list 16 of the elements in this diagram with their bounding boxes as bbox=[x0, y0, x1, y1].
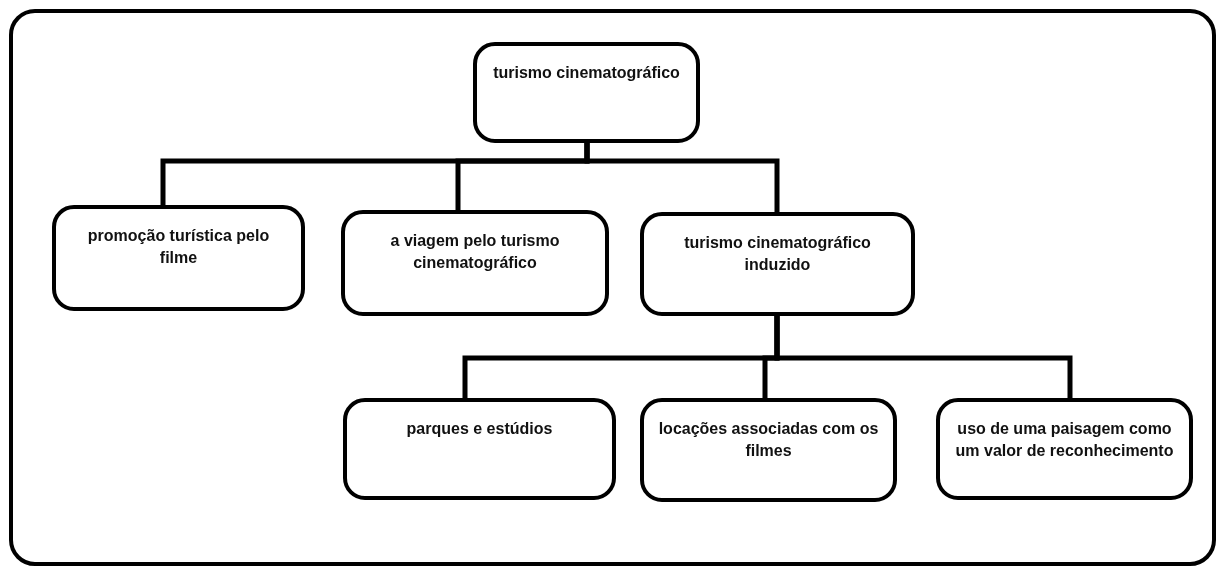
process-box bbox=[640, 398, 897, 502]
box-label: turismo cinematográfico induzido bbox=[683, 233, 872, 275]
box-label: parques e estúdios bbox=[406, 419, 553, 439]
process-box bbox=[52, 205, 305, 311]
box-label: locações associadas com os filmes bbox=[658, 419, 879, 461]
process-box bbox=[341, 210, 609, 316]
box-label: a viagem pelo turismo cinematográfico bbox=[389, 231, 561, 273]
connector-line bbox=[774, 316, 1073, 398]
box-label: turismo cinematográfico bbox=[493, 63, 680, 83]
box-label: uso de uma paisagem como um valor de reconhecimento bbox=[954, 419, 1175, 461]
process-box bbox=[343, 398, 616, 500]
box-label: promoção turística pelo filme bbox=[86, 226, 271, 268]
process-box bbox=[473, 42, 700, 143]
process-box bbox=[936, 398, 1193, 500]
connector-line bbox=[584, 143, 780, 212]
process-box bbox=[640, 212, 915, 316]
